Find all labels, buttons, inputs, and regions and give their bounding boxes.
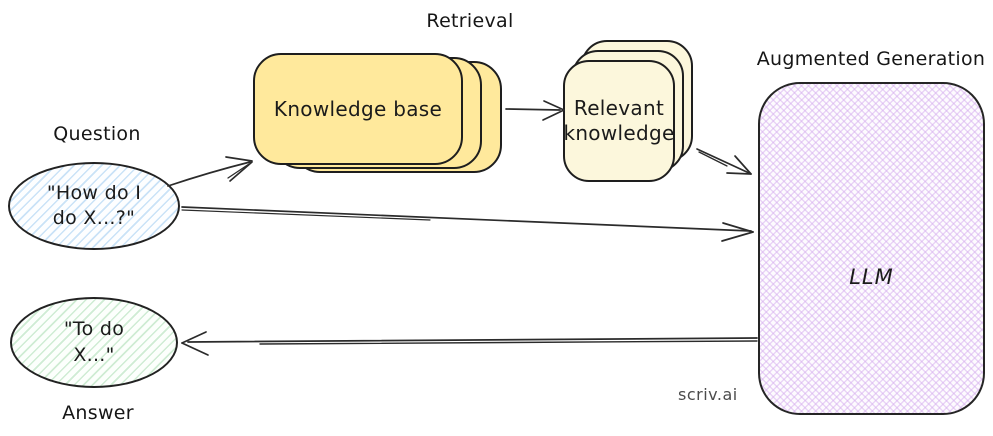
question-label: Question [53,123,141,145]
question-bubble-line1: "How do I [46,181,142,204]
llm-node: LLM [758,82,985,415]
relevant-knowledge-label-line1: Relevant [573,96,665,120]
retrieval-stage-label: Retrieval [426,10,514,32]
relevant-knowledge-label-line2: knowledge [563,121,675,145]
knowledge-base-label: Knowledge base [273,96,443,121]
relevant-knowledge-card-front: Relevant knowledge [563,60,675,182]
augmented-generation-stage-label: Augmented Generation [756,48,986,70]
answer-bubble: "To do X..." [10,297,178,388]
question-bubble-line2: do X...?" [52,207,136,229]
watermark: scriv.ai [678,385,738,404]
llm-label: LLM [849,264,894,289]
question-bubble: "How do I do X...?" [8,162,180,250]
answer-bubble-line2: X..." [73,343,115,366]
knowledge-base-card-front: Knowledge base [253,53,463,165]
answer-label: Answer [62,402,134,424]
answer-bubble-line1: "To do [63,318,125,341]
